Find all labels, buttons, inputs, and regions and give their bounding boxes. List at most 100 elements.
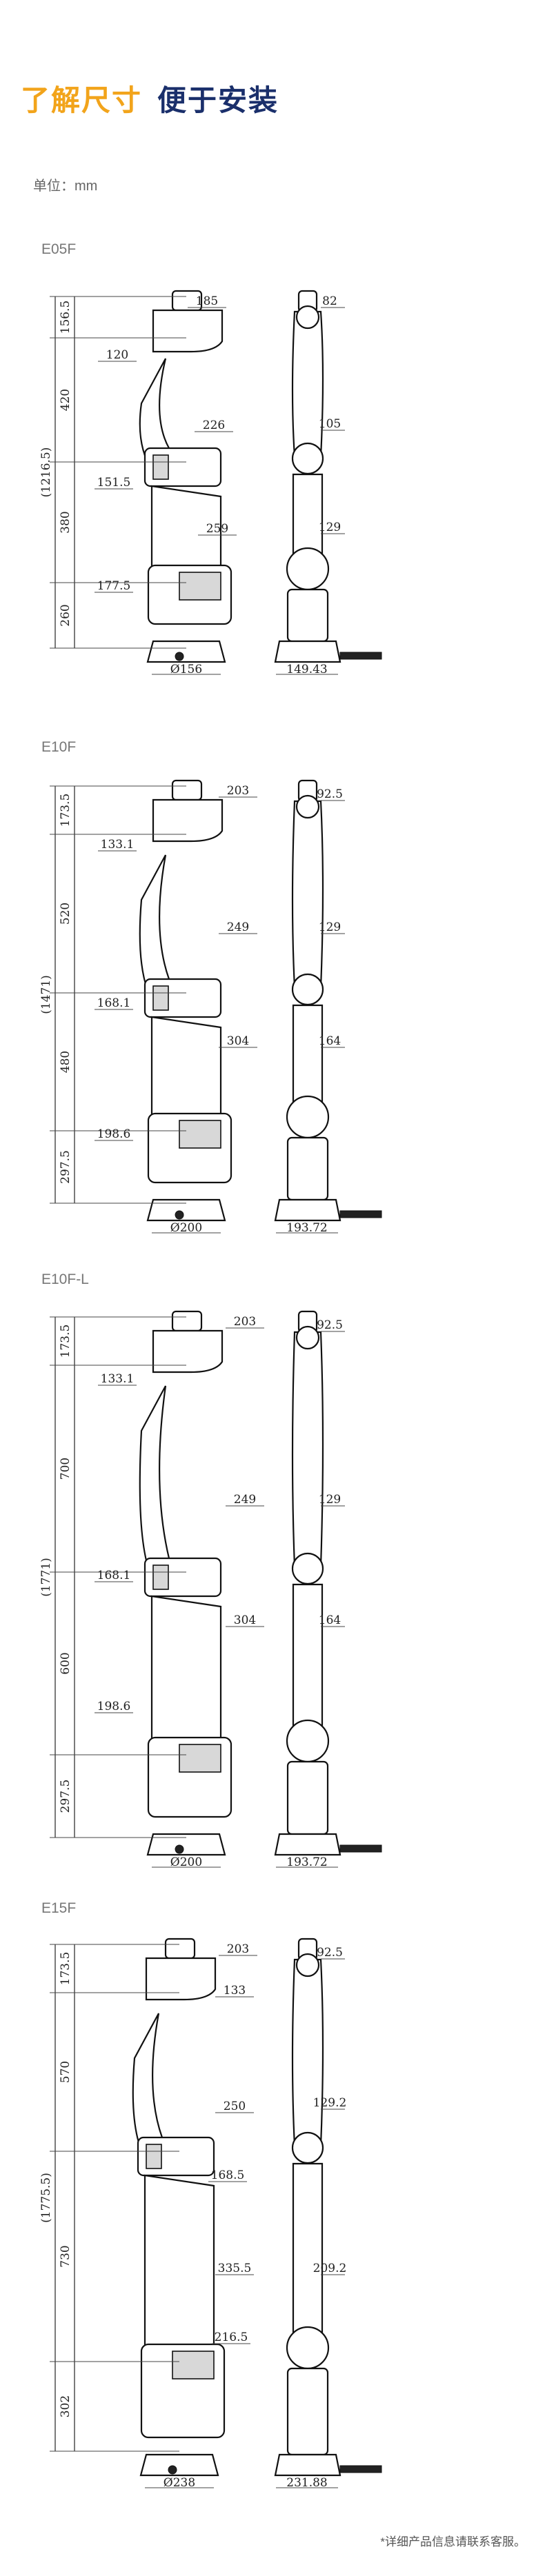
arm-base-side (274, 2453, 341, 2477)
page-heading: 了解尺寸便于安装 (21, 77, 279, 119)
arm-base-front (146, 1198, 226, 1222)
callout-label: 133 (224, 1984, 246, 1998)
arm-flange-front (171, 1310, 203, 1332)
figure-svg: 156.5420(1216.5)380260185120226151.52591… (39, 290, 382, 676)
arm-base-column-side (286, 2367, 329, 2456)
elbow-joint-side (291, 973, 324, 1006)
side-callout-label: 164 (319, 1613, 341, 1627)
side-callout-label: 82 (322, 294, 337, 308)
arm-wrist-front (152, 798, 224, 843)
shoulder-joint-side (286, 547, 330, 591)
wrist-joint-side (295, 1953, 320, 1978)
callout-label: 177.5 (97, 579, 131, 593)
dim-label-forearm: 520 (59, 903, 72, 925)
base-diameter-label: Ø200 (170, 1221, 202, 1235)
side-callout-label: 92.5 (317, 1946, 343, 1960)
arm-base-connector (168, 2465, 177, 2475)
wrist-joint-side (295, 1325, 320, 1350)
callout-label: 133.1 (101, 838, 135, 852)
dim-label-upperarm: 600 (59, 1652, 72, 1674)
arm-wrist-front (152, 309, 224, 353)
callout-label: 249 (234, 1493, 256, 1507)
callout-label: 168.5 (211, 2169, 245, 2182)
side-base-label: 193.72 (286, 1855, 327, 1869)
arm-base-column-side (286, 1136, 329, 1201)
dim-label-top: 173.5 (59, 794, 72, 827)
dim-label-total: (1775.5) (39, 2173, 53, 2223)
side-base-label: 149.43 (286, 663, 327, 676)
arm-forearm-side (291, 800, 324, 989)
arm-shoulder-shade (179, 572, 221, 601)
dim-label-base: 297.5 (59, 1150, 72, 1184)
arm-shoulder-shade (179, 1744, 221, 1773)
side-callout-label: 164 (319, 1034, 341, 1048)
side-callout-label: 129 (319, 1493, 341, 1507)
arm-upperarm-front (143, 2174, 215, 2366)
callout-label: 335.5 (218, 2262, 252, 2275)
arm-base-connector (175, 1844, 184, 1854)
heading-part1: 了解尺寸 (21, 84, 143, 117)
arm-elbow-shade (146, 2144, 162, 2169)
side-callout-label: 105 (319, 417, 341, 431)
dim-label-base: 260 (59, 604, 72, 626)
callout-label: 304 (234, 1613, 256, 1627)
dim-label-top: 156.5 (59, 301, 72, 334)
dim-label-forearm: 700 (59, 1458, 72, 1480)
arm-base-side (274, 1833, 341, 1856)
arm-wrist-front (152, 1329, 224, 1373)
dim-label-top: 173.5 (59, 1325, 72, 1358)
side-callout-label: 129 (319, 920, 341, 934)
footnote: *详细产品信息请联系客服。 (380, 2535, 526, 2548)
arm-elbow-shade (152, 985, 169, 1011)
dim-label-base: 302 (59, 2395, 72, 2417)
dim-label-top: 173.5 (59, 1952, 72, 1986)
dim-label-upperarm: 380 (59, 511, 72, 533)
arm-forearm-side (291, 1958, 324, 2147)
dim-label-total: (1216.5) (39, 447, 53, 498)
elbow-joint-side (291, 442, 324, 475)
side-base-label: 231.88 (286, 2476, 327, 2490)
model-label-e10f-l: E10F-L (41, 1271, 89, 1287)
callout-label: 249 (227, 920, 249, 934)
arm-forearm-side (291, 1331, 324, 1568)
base-diameter-label: Ø238 (164, 2476, 195, 2490)
arm-base-front (139, 2453, 219, 2477)
arm-flange-front (164, 1938, 196, 1960)
cable-side (339, 1210, 382, 1218)
arm-shoulder-shade (172, 2351, 215, 2379)
dim-label-forearm: 570 (59, 2061, 72, 2083)
callout-label: 304 (227, 1034, 249, 1048)
callout-label: 168.1 (97, 1569, 131, 1582)
figure-svg: 173.5700(1771)600297.5203133.1249168.130… (39, 1310, 382, 1869)
callout-label: 185 (196, 294, 218, 308)
callout-label: 151.5 (97, 476, 131, 490)
side-callout-label: 129 (319, 521, 341, 534)
shoulder-joint-side (286, 1719, 330, 1763)
side-callout-label: 92.5 (317, 787, 343, 801)
arm-upperarm-side (292, 1004, 324, 1110)
model-label-e05f: E05F (41, 241, 77, 257)
arm-upperarm-side (292, 2162, 324, 2341)
callout-label: 120 (106, 348, 128, 362)
side-callout-label: 92.5 (317, 1318, 343, 1332)
base-diameter-label: Ø156 (170, 663, 202, 676)
callout-label: 250 (224, 2100, 246, 2113)
arm-elbow-shade (152, 1564, 169, 1590)
elbow-joint-side (291, 2131, 324, 2164)
arm-base-front (146, 640, 226, 663)
side-callout-label: 129.2 (313, 2096, 347, 2110)
callout-label: 203 (234, 1315, 256, 1329)
dim-label-upperarm: 480 (59, 1051, 72, 1073)
arm-shoulder-shade (179, 1120, 221, 1149)
callout-label: 203 (227, 1942, 249, 1956)
arm-base-connector (175, 1210, 184, 1220)
unit-label: 单位：mm (33, 179, 98, 194)
dim-label-total: (1471) (39, 975, 53, 1014)
heading-part2: 便于安装 (157, 84, 279, 117)
callout-label: 168.1 (97, 996, 131, 1010)
wrist-joint-side (295, 305, 320, 330)
figure-svg: 173.5520(1471)480297.5203133.1249168.130… (39, 779, 382, 1235)
